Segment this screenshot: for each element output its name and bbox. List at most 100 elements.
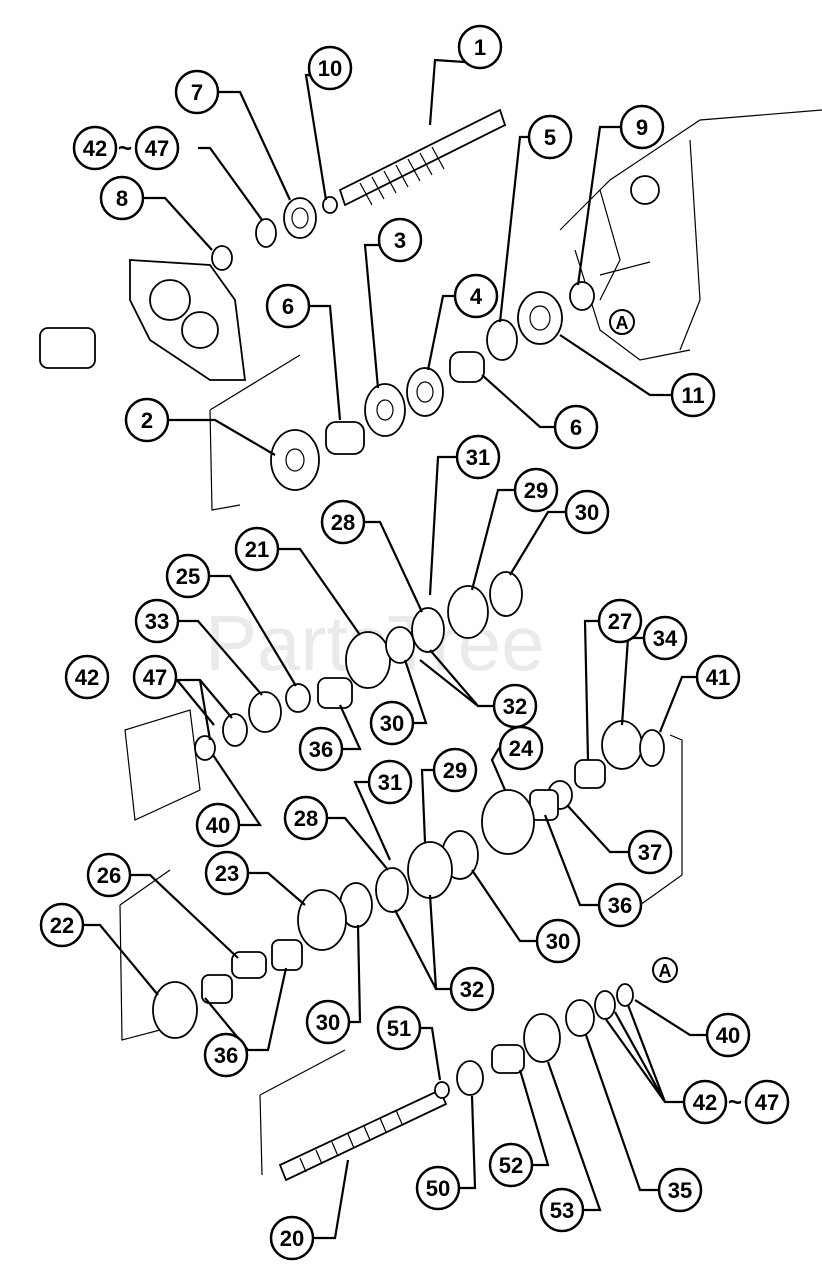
leader-lines: [84, 58, 706, 1240]
callout-number: 42: [693, 1090, 717, 1115]
callout-number: 2: [141, 408, 153, 433]
sleeve-6-right: [449, 351, 485, 383]
callout-circle: [642, 615, 688, 661]
leader-c30-low: [471, 869, 536, 943]
callout-circle: [553, 404, 599, 450]
callout-circle: [298, 726, 344, 772]
callout-circle: [376, 1005, 422, 1051]
callout-circle: [564, 489, 610, 535]
callout-c29-top: 29: [513, 467, 559, 513]
bushing-10: [322, 196, 338, 214]
callout-c42-47-bottom: 42~47: [682, 1079, 790, 1125]
callout-circle: [513, 467, 559, 513]
case-fragment-left: [124, 709, 201, 821]
leader-c5: [498, 135, 530, 323]
callout-number: 36: [214, 1043, 238, 1068]
callout-c33: 33: [134, 598, 180, 644]
callout-circle: [457, 24, 503, 70]
seal-9: [569, 281, 595, 311]
cover-hole-2: [181, 311, 219, 349]
callout-circle: [432, 747, 478, 793]
leader-c52: [518, 1069, 550, 1167]
leader-c35: [584, 1034, 658, 1192]
callout-number: 36: [608, 893, 632, 918]
leader-c36-right: [543, 814, 598, 907]
callout-number: 5: [544, 125, 556, 150]
callout-c6-right: 6: [553, 404, 599, 450]
leader-c41: [658, 675, 696, 733]
callout-circle: [682, 1079, 728, 1125]
callout-circle: [72, 125, 118, 171]
callout-circle: [455, 434, 501, 480]
leader-c6-left: [310, 304, 342, 421]
callout-c52: 52: [488, 1142, 534, 1188]
output-shaft: [278, 1088, 448, 1182]
callout-number: 50: [426, 1176, 450, 1201]
callout-number: 40: [206, 813, 230, 838]
callout-circle: [377, 217, 423, 263]
callout-circle: [535, 918, 581, 964]
leader-c25: [210, 574, 297, 687]
callout-circle: [657, 1167, 703, 1213]
callout-number: 42: [75, 665, 99, 690]
callout-number: 22: [50, 913, 74, 938]
callout-number: 40: [716, 1023, 740, 1048]
callout-c32-top: 32: [492, 683, 538, 729]
gear-24: [481, 789, 535, 855]
callout-circle: [283, 795, 329, 841]
callout-c22: 22: [39, 902, 85, 948]
callout-number: 27: [608, 609, 632, 634]
gear-5: [486, 319, 518, 361]
leader-c30-bottom: [350, 924, 362, 1024]
callout-circle: [449, 966, 495, 1012]
callout-circle: [307, 45, 353, 91]
callout-c51: 51: [376, 1005, 422, 1051]
callout-c26: 26: [86, 852, 132, 898]
ring-40-right: [616, 983, 634, 1007]
callout-number: 37: [638, 840, 662, 865]
bearing-34: [601, 720, 643, 770]
callout-number: 47: [143, 665, 167, 690]
shaft-outline-2: [209, 354, 301, 511]
callout-c27: 27: [597, 598, 643, 644]
sleeve-29-upper: [447, 585, 489, 639]
leader-c34: [620, 636, 644, 726]
callout-number-range-end: 47: [145, 136, 169, 161]
callout-number: 8: [116, 186, 128, 211]
callout-number: 30: [575, 500, 599, 525]
callout-circle: [619, 104, 665, 150]
callout-circle: [195, 802, 241, 848]
leader-c28-top: [365, 520, 423, 613]
leader-c2: [169, 418, 276, 456]
callout-c6-left: 6: [265, 283, 311, 329]
bearing-36-left: [271, 939, 303, 971]
range-tilde: ~: [728, 1089, 742, 1116]
callout-c4: 4: [453, 273, 499, 319]
leader-c40-left: [212, 754, 263, 827]
callout-circle: [705, 1012, 751, 1058]
callout-c31-top: 31: [455, 434, 501, 480]
callout-number: 29: [443, 758, 467, 783]
gear-3: [364, 383, 406, 437]
callout-number: 52: [499, 1153, 523, 1178]
range-tilde: ~: [118, 135, 132, 162]
callout-c50: 50: [415, 1165, 461, 1211]
callout-number: 30: [546, 929, 570, 954]
leader-c20: [314, 1159, 350, 1240]
leader-c36-mid: [338, 704, 362, 751]
callout-c40-left: 40: [195, 802, 241, 848]
callout-c31-low: 31: [367, 759, 413, 805]
parts-layer: [39, 108, 822, 1182]
callout-circle: [320, 499, 366, 545]
callout-c30-mid: 30: [369, 700, 415, 746]
leader-c29-low: [420, 768, 433, 843]
callout-c32-low: 32: [449, 966, 495, 1012]
spacer-25: [285, 683, 311, 713]
ring-30-upper: [385, 626, 415, 664]
callout-number: 29: [524, 478, 548, 503]
callout-circle: [539, 1187, 585, 1233]
callout-number: 28: [294, 806, 318, 831]
hub-28-upper: [411, 607, 445, 653]
leader-c51: [421, 1026, 442, 1081]
